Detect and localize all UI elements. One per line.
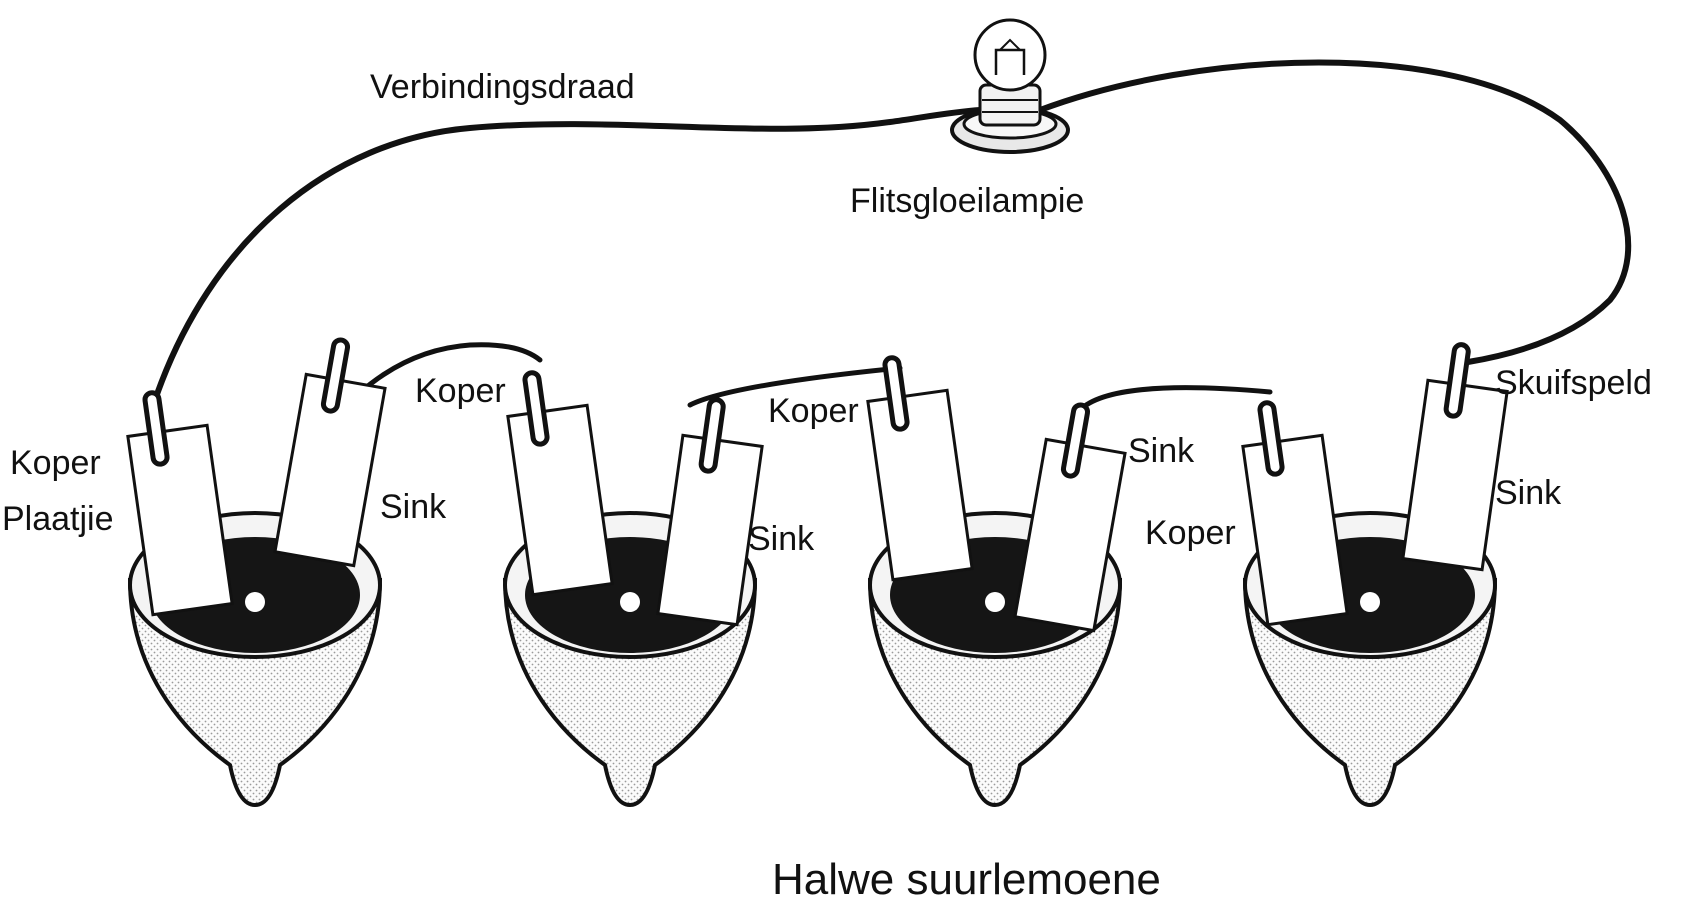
- lemon-half-2: [502, 370, 764, 808]
- bulb-label: Flitsgloeilampie: [850, 182, 1085, 220]
- copper-label-1: Koper: [10, 444, 101, 482]
- flash-bulb-icon: [950, 18, 1070, 154]
- copper-label-3: Koper: [768, 392, 859, 430]
- copper-plate: [866, 355, 974, 582]
- paperclip-icon: [142, 390, 170, 467]
- connecting-wire-right: [1037, 59, 1632, 365]
- zinc-plate: [1401, 342, 1509, 572]
- paperclip-icon: [1443, 342, 1471, 419]
- jumper-wire-3: [1077, 385, 1273, 413]
- paperclip-icon: [882, 355, 910, 432]
- caption: Halwe suurlemoene: [772, 855, 1161, 904]
- zinc-label-3: Sink: [1128, 432, 1195, 470]
- copper-plate: [126, 390, 234, 617]
- wire-label: Verbindingsdraad: [370, 68, 635, 106]
- copper-plate: [506, 370, 614, 597]
- copper-plate: [1241, 400, 1349, 627]
- lemon-half-3: [866, 355, 1127, 808]
- zinc-label-2: Sink: [748, 520, 815, 558]
- zinc-plate: [1013, 402, 1127, 633]
- paperclip-icon: [320, 337, 351, 414]
- paperclip-icon: [522, 370, 550, 447]
- lemon-half-4: [1241, 342, 1509, 808]
- connecting-wire: [152, 107, 983, 403]
- paperclip-label: Skuifspeld: [1495, 364, 1652, 402]
- paperclip-icon: [698, 397, 726, 474]
- zinc-plate: [656, 397, 764, 627]
- copper-label-4: Koper: [1145, 514, 1236, 552]
- lemon-half-1: [126, 337, 387, 808]
- jumper-wire-2: [687, 365, 903, 408]
- zinc-label-4: Sink: [1495, 474, 1562, 512]
- zinc-label-1: Sink: [380, 488, 447, 526]
- paperclip-icon: [1257, 400, 1285, 477]
- copper-plate-label-1: Plaatjie: [2, 500, 114, 538]
- paperclip-icon: [1060, 402, 1091, 479]
- zinc-plate: [273, 337, 387, 568]
- copper-label-2: Koper: [415, 372, 506, 410]
